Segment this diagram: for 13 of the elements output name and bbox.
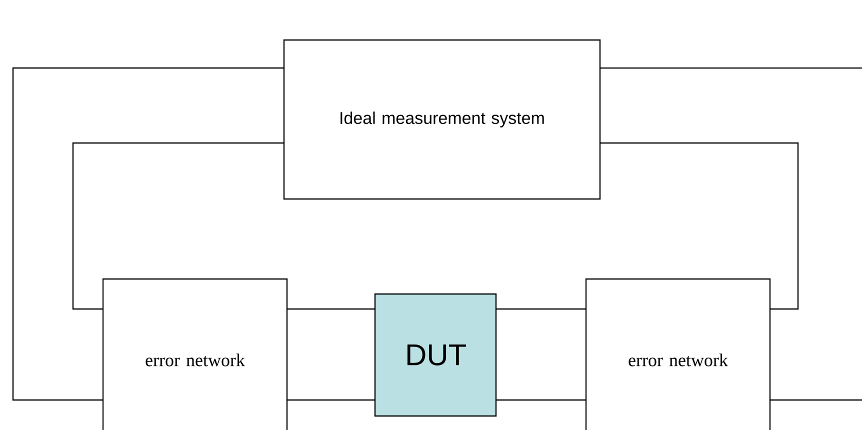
connector-line <box>496 308 586 310</box>
connector-line <box>287 399 375 401</box>
connector-line <box>72 142 284 310</box>
device-box: DUT <box>374 293 497 417</box>
connector-line <box>12 67 284 401</box>
connector-line <box>770 399 862 401</box>
system-box: Ideal measurement system <box>283 39 601 200</box>
connector-line <box>600 142 799 310</box>
connector-line <box>600 67 862 69</box>
connector-line <box>496 399 586 401</box>
network-box: error network <box>102 278 288 430</box>
connector-line <box>287 308 375 310</box>
network-box: error network <box>585 278 771 430</box>
